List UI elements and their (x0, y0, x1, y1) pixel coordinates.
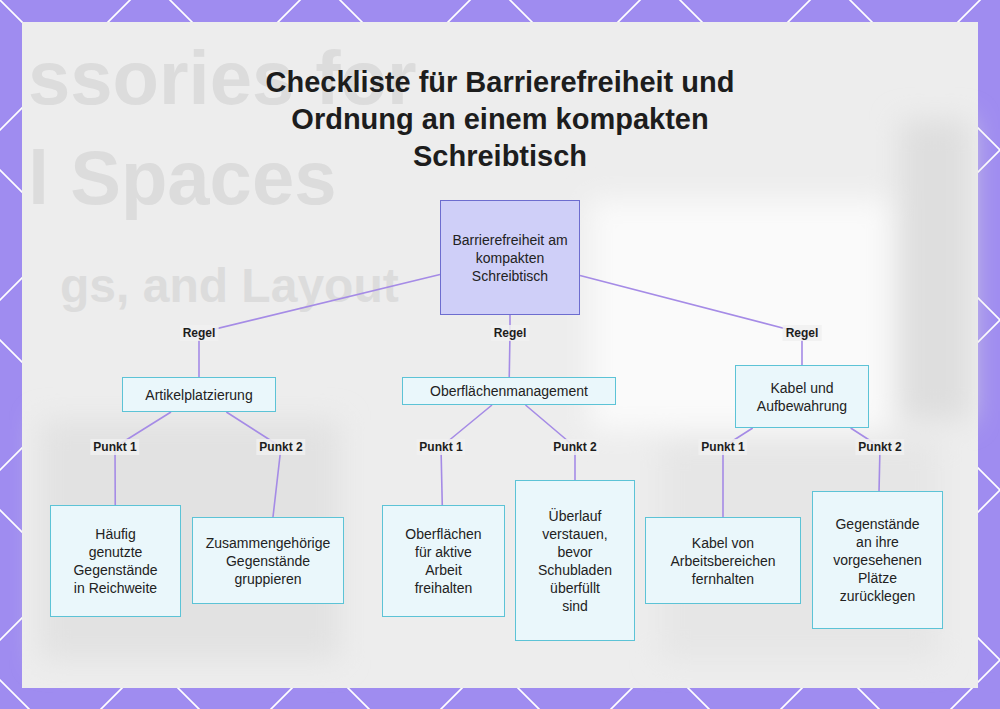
root-box: Barrierefreiheit am kompakten Schreibtis… (440, 200, 580, 315)
edge-label: Regel (180, 325, 219, 341)
connector-line (115, 412, 171, 505)
box-content: Gegenstände an ihre vorgesehenen Plätze … (833, 515, 922, 605)
point-box: Kabel von Arbeitsbereichen fernhalten (645, 517, 801, 604)
edge-label: Punkt 1 (698, 439, 747, 455)
box-content: Oberflächen für aktive Arbeit freihalten (403, 525, 484, 597)
edge-label: Regel (783, 325, 822, 341)
point-box: Häufig genutzte Gegenstände in Reichweit… (50, 505, 181, 617)
panel (22, 22, 978, 688)
edge-label: Punkt 1 (416, 439, 465, 455)
watermark-text: l Spaces (28, 140, 336, 216)
box-content: Kabel und Aufbewahrung (744, 379, 860, 415)
point-box: Gegenstände an ihre vorgesehenen Plätze … (812, 491, 943, 629)
box-text: Barrierefreiheit am kompakten Schreibtis… (451, 231, 569, 285)
diagram-title: Checkliste für Barrierefreiheit und Ordn… (225, 64, 775, 175)
edge-label: Punkt 1 (90, 439, 139, 455)
watermark-text: gs, and Layout (60, 262, 399, 310)
connector-line (580, 276, 802, 365)
box-content: Überlauf verstauen, bevor Schubladen übe… (536, 507, 614, 615)
box-text: Gegenstände an ihre vorgesehenen Plätze … (833, 515, 922, 605)
box-content: Oberflächenmanagement (430, 382, 588, 400)
box-text: Überlauf verstauen, bevor Schubladen übe… (536, 507, 614, 615)
box-content: Barrierefreiheit am kompakten Schreibtis… (451, 231, 569, 285)
box-text: Häufig genutzte Gegenstände in Reichweit… (71, 525, 160, 597)
point-box: Überlauf verstauen, bevor Schubladen übe… (515, 480, 635, 641)
box-content: Artikelplatzierung (145, 386, 252, 404)
connector-line (199, 274, 440, 377)
box-content: Häufig genutzte Gegenstände in Reichweit… (71, 525, 160, 597)
point-box: Oberflächen für aktive Arbeit freihalten (382, 505, 505, 617)
edge-label: Punkt 2 (855, 439, 904, 455)
rule-box: Artikelplatzierung (122, 377, 276, 412)
rule-box: Oberflächenmanagement (402, 377, 616, 405)
box-text: Oberflächenmanagement (430, 382, 588, 400)
edge-label: Regel (491, 325, 530, 341)
edge-label: Punkt 2 (550, 439, 599, 455)
rule-box: Kabel und Aufbewahrung (735, 365, 869, 428)
edge-label: Punkt 2 (256, 439, 305, 455)
connector-line (441, 405, 492, 505)
connector-line (851, 428, 880, 491)
box-content: Kabel von Arbeitsbereichen fernhalten (666, 534, 780, 588)
box-text: Kabel von Arbeitsbereichen fernhalten (666, 534, 780, 588)
box-text: Artikelplatzierung (145, 386, 252, 404)
connector-line (226, 412, 281, 517)
box-text: Oberflächen für aktive Arbeit freihalten (403, 525, 484, 597)
box-text: Kabel und Aufbewahrung (744, 379, 860, 415)
point-box: Zusammengehörige Gegenstände gruppieren (192, 517, 344, 604)
box-text: Zusammengehörige Gegenstände gruppieren (206, 534, 331, 588)
box-content: Zusammengehörige Gegenstände gruppieren (206, 534, 331, 588)
